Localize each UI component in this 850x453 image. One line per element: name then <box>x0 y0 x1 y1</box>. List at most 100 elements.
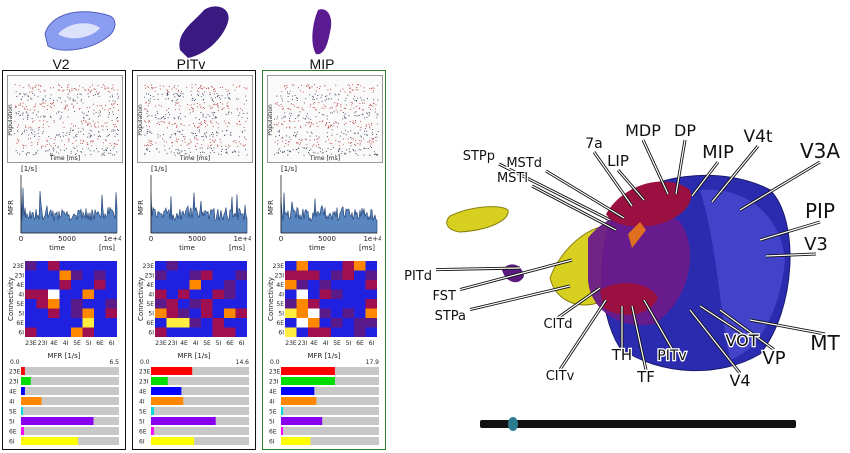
mfr-bar-label: 6E <box>269 429 277 436</box>
heatmap-cell <box>155 318 167 328</box>
brain-label[interactable]: TH <box>610 345 634 366</box>
brain-label[interactable]: VOT <box>724 330 760 352</box>
heatmap-cell <box>94 261 106 271</box>
brain-label[interactable]: TF <box>635 367 656 388</box>
conn-xtick: 23I <box>168 340 178 347</box>
brain-label[interactable]: MSTl <box>496 170 530 188</box>
heatmap-cell <box>166 261 178 271</box>
mfr-bar <box>21 427 24 435</box>
heatmap-cell <box>189 270 201 280</box>
heatmap-cell <box>155 270 167 280</box>
brain-label[interactable]: MT <box>809 330 842 357</box>
heatmap-cell <box>155 299 167 309</box>
brain-label[interactable]: CITv <box>544 368 575 386</box>
mfr-bar-label: 23E <box>139 369 151 376</box>
conn-ytick: 6I <box>278 330 284 337</box>
heatmap-cell <box>71 261 83 271</box>
mfr-bar-label: 6I <box>139 439 145 446</box>
heatmap-cell <box>94 270 106 280</box>
heatmap-cell <box>166 327 178 337</box>
heatmap-cell <box>155 308 167 318</box>
brain-label[interactable]: MIP <box>701 141 735 165</box>
heatmap-cell <box>224 261 236 271</box>
heatmap-cell <box>155 280 167 290</box>
brain-label[interactable]: MDP <box>624 120 663 142</box>
heatmap-cell <box>308 308 320 318</box>
conn-xtick: 5E <box>203 340 211 347</box>
conn-xtick: 23E <box>285 340 297 347</box>
heatmap-cell <box>94 299 106 309</box>
time-slider-handle[interactable] <box>508 417 518 431</box>
heatmap-cell <box>105 318 117 328</box>
conn-ytick: 5I <box>148 311 154 318</box>
brain-label[interactable]: V4t <box>742 126 774 149</box>
heatmap-cell <box>82 327 94 337</box>
heatmap-cell <box>48 289 60 299</box>
brain-label[interactable]: STPp <box>461 148 496 166</box>
callout-line-inner <box>459 259 573 291</box>
conn-ytick: 5E <box>146 301 154 308</box>
heatmap-cell <box>331 299 343 309</box>
callout-line-inner <box>435 267 521 271</box>
brain-label[interactable]: DP <box>673 120 698 142</box>
heatmap-cell <box>166 318 178 328</box>
heatmap-cell <box>178 280 190 290</box>
mfr-bar-bg <box>151 407 249 415</box>
brain-label[interactable]: FST <box>431 288 457 306</box>
heatmap-cell <box>331 261 343 271</box>
brain-label[interactable]: PITd <box>403 268 433 286</box>
heatmap-cell <box>354 270 366 280</box>
brain-label[interactable]: CITd <box>542 316 574 334</box>
spike-raster: Time [ms]Population <box>7 75 123 163</box>
heatmap-cell <box>296 318 308 328</box>
region-yellow-left <box>446 206 509 233</box>
mfr-bar <box>281 377 335 385</box>
callout-line-inner <box>699 305 743 334</box>
mfr-bar-label: 23I <box>269 379 279 386</box>
brain-label[interactable]: PIP <box>804 198 837 225</box>
heatmap-cell <box>201 299 213 309</box>
mfr-bar <box>151 387 182 395</box>
heatmap-cell <box>212 327 224 337</box>
heatmap-cell <box>201 289 213 299</box>
raster-ylabel: Population <box>7 104 14 136</box>
conn-ylabel: Connectivity <box>7 277 15 321</box>
mfr-bar-bg <box>21 427 119 435</box>
brain-label[interactable]: MSTd <box>505 155 543 173</box>
brain-label[interactable]: V3 <box>803 233 829 257</box>
brain-label[interactable]: LIP <box>606 151 630 172</box>
conn-ylabel: Connectivity <box>137 277 145 321</box>
mfr-bar-bg <box>21 397 119 405</box>
heatmap-cell <box>296 299 308 309</box>
heatmap-cell <box>166 270 178 280</box>
heatmap-cell <box>94 280 106 290</box>
area-title-v2: V2 <box>52 56 70 72</box>
brain-label[interactable]: V3A <box>799 138 842 165</box>
mfr-bar <box>281 367 335 375</box>
callout-line-inner <box>498 163 611 221</box>
brain-label[interactable]: STPa <box>433 308 467 326</box>
raster-xlabel: Time [ms] <box>179 155 210 162</box>
heatmap-cell <box>331 270 343 280</box>
time-slider[interactable] <box>480 417 796 431</box>
area-title-mip: MIP <box>309 56 335 72</box>
heatmap-cell <box>365 261 377 271</box>
mfr-bar <box>281 437 311 445</box>
brain-label[interactable]: PITv <box>656 347 688 366</box>
mfr-bar-label: 4I <box>139 399 145 406</box>
brain-label[interactable]: VP <box>761 347 787 371</box>
heatmap-cell <box>82 318 94 328</box>
brain-label[interactable]: V4 <box>728 370 752 392</box>
heatmap-cell <box>71 327 83 337</box>
heatmap-cell <box>235 270 247 280</box>
mfr-bar-bg <box>151 397 249 405</box>
mfr-bar-bg <box>151 377 249 385</box>
connectivity-heatmap: Connectivity23E23E23I23I4E4E4I4I5E5E5I5I… <box>137 261 247 347</box>
mfr-bar <box>21 397 42 405</box>
brain-label[interactable]: 7a <box>584 135 604 154</box>
heatmap-cell <box>365 299 377 309</box>
